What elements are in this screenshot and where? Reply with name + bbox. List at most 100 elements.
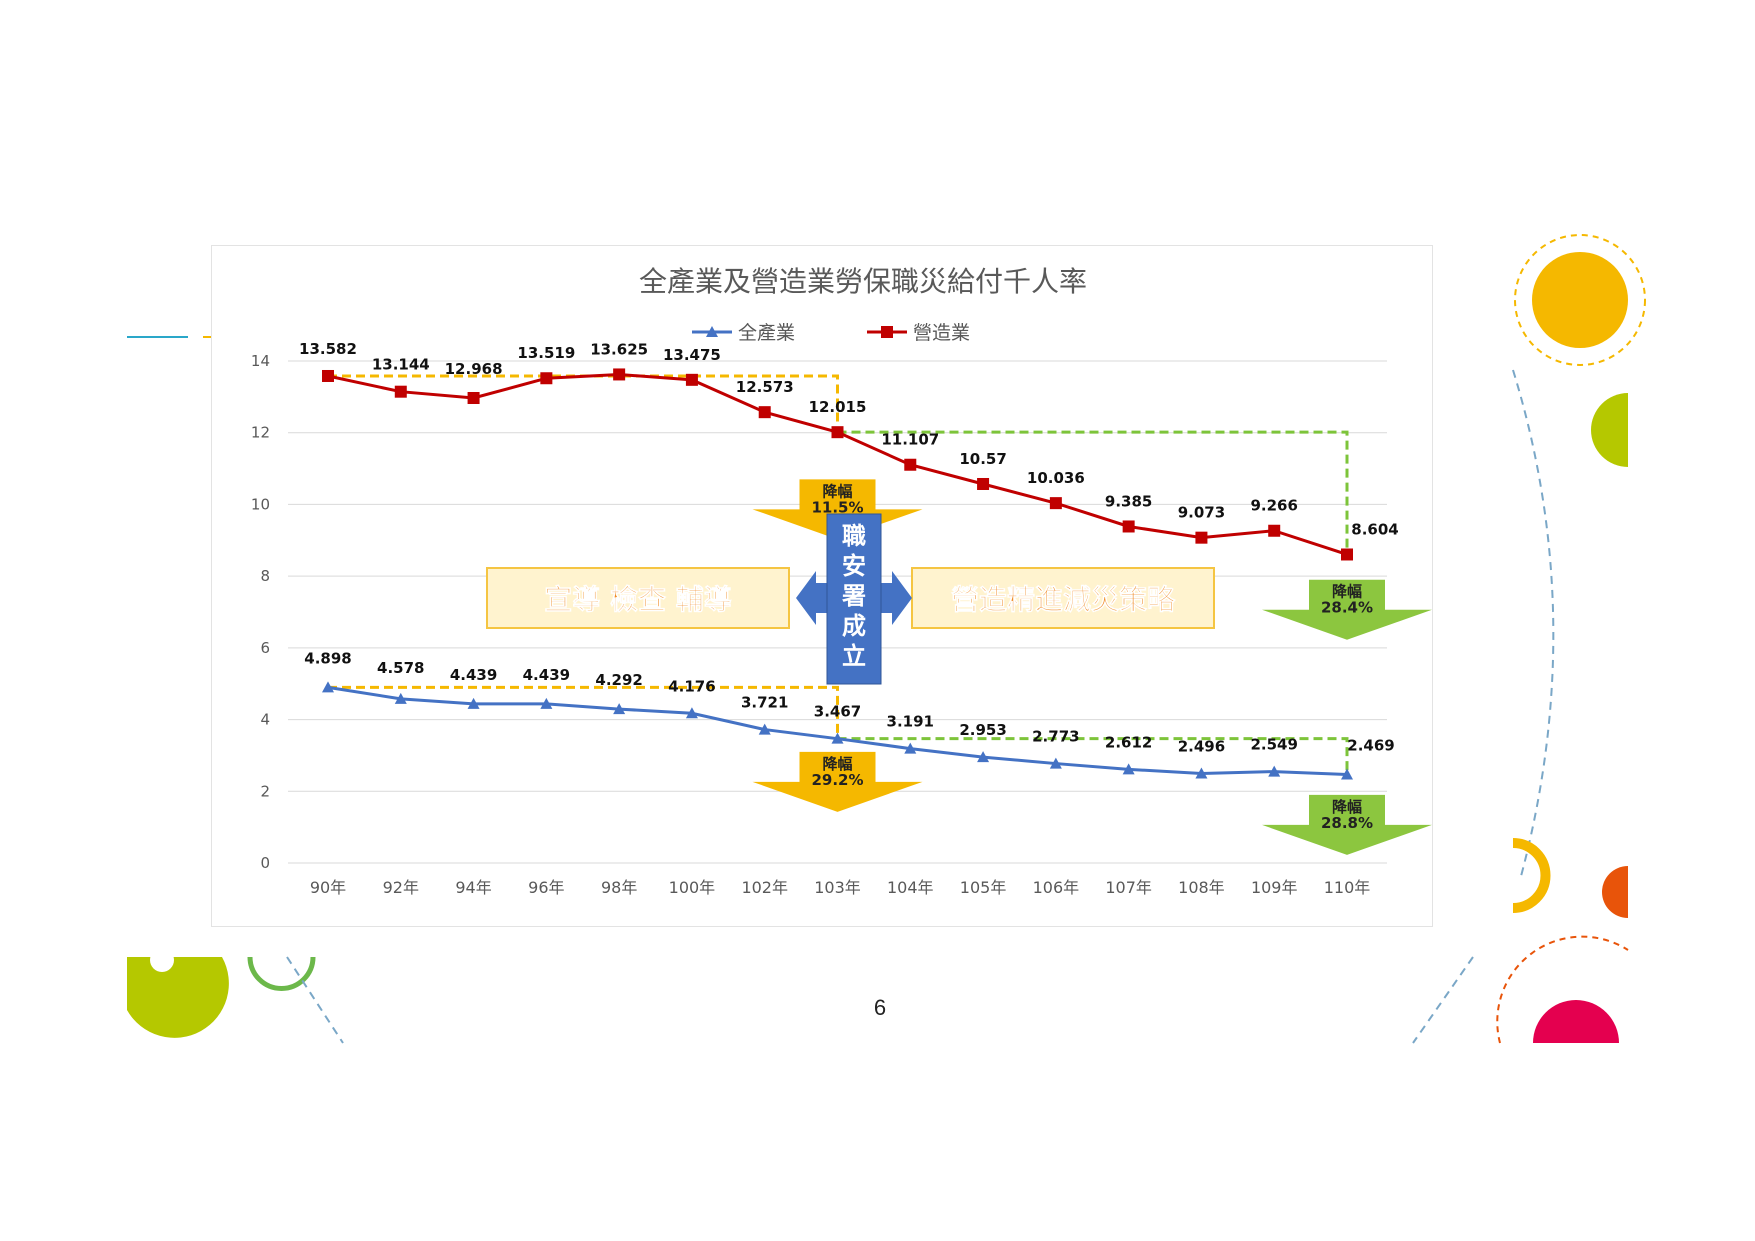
drop-arrow bbox=[752, 751, 923, 812]
y-tick-label: 0 bbox=[260, 854, 270, 872]
x-tick-label: 100年 bbox=[669, 878, 716, 897]
decor-dashed-arc-orange bbox=[1496, 935, 1629, 1044]
legend-label: 營造業 bbox=[913, 322, 970, 344]
data-label: 3.467 bbox=[814, 703, 861, 721]
x-tick-label: 104年 bbox=[887, 878, 934, 897]
data-point bbox=[322, 369, 334, 382]
data-label: 4.292 bbox=[595, 671, 642, 689]
data-point bbox=[467, 392, 480, 405]
policy-box-left bbox=[486, 567, 790, 629]
data-point bbox=[467, 697, 480, 709]
data-label: 13.475 bbox=[663, 346, 721, 364]
decor-bottom-green-ring bbox=[247, 956, 316, 991]
agency-box-char: 署 bbox=[841, 582, 866, 610]
data-point bbox=[831, 426, 844, 439]
data-point bbox=[1268, 524, 1281, 537]
data-label: 10.57 bbox=[959, 450, 1006, 468]
y-tick-label: 14 bbox=[251, 352, 270, 370]
drop-arrow-value: 29.2% bbox=[811, 771, 863, 789]
data-point bbox=[977, 751, 990, 763]
data-point bbox=[1341, 768, 1353, 780]
x-tick-label: 102年 bbox=[741, 878, 788, 897]
data-label: 9.385 bbox=[1105, 492, 1152, 510]
data-point bbox=[613, 703, 626, 715]
data-label: 12.015 bbox=[809, 398, 867, 416]
x-tick-label: 106年 bbox=[1033, 878, 1080, 897]
drop-arrow-label: 降幅 bbox=[1332, 583, 1362, 601]
data-label: 13.582 bbox=[299, 340, 357, 358]
data-label: 4.176 bbox=[668, 677, 715, 695]
data-label: 12.968 bbox=[445, 360, 503, 378]
x-tick-label: 108年 bbox=[1178, 878, 1225, 897]
x-tick-label: 94年 bbox=[455, 878, 491, 897]
data-label: 4.439 bbox=[523, 666, 570, 684]
decor-arc-yellow bbox=[1512, 838, 1551, 913]
data-point bbox=[758, 723, 771, 735]
data-point bbox=[394, 385, 407, 398]
data-label: 8.604 bbox=[1351, 520, 1398, 538]
decor-bottom-lime-shape bbox=[127, 957, 229, 1038]
reference-line bbox=[328, 685, 839, 739]
drop-arrow-label: 降幅 bbox=[822, 755, 852, 773]
data-point bbox=[977, 477, 990, 490]
reference-line bbox=[837, 430, 1349, 555]
data-label: 10.036 bbox=[1027, 469, 1085, 487]
policy-box-left-text: 宣導 檢查 輔導 bbox=[544, 583, 732, 616]
data-label: 4.578 bbox=[377, 659, 424, 677]
data-label: 4.898 bbox=[304, 649, 351, 667]
data-point bbox=[322, 681, 334, 693]
x-tick-label: 110年 bbox=[1324, 878, 1371, 897]
data-point bbox=[904, 458, 917, 471]
data-point bbox=[540, 697, 553, 709]
decor-circle-magenta bbox=[1533, 1000, 1619, 1043]
drop-arrow-value: 28.4% bbox=[1321, 599, 1373, 617]
data-point bbox=[1195, 767, 1208, 779]
y-tick-label: 2 bbox=[260, 782, 270, 800]
page-number: 6 bbox=[873, 995, 887, 1020]
y-tick-label: 10 bbox=[251, 495, 270, 513]
decor-arc-blue-dashed bbox=[1512, 369, 1555, 881]
x-tick-label: 109年 bbox=[1251, 878, 1298, 897]
data-label: 2.953 bbox=[959, 721, 1006, 739]
data-label: 13.519 bbox=[517, 344, 575, 362]
data-label: 13.144 bbox=[372, 356, 430, 374]
data-point bbox=[1122, 520, 1135, 533]
data-point bbox=[685, 707, 698, 719]
agency-box-char: 成 bbox=[842, 612, 866, 640]
x-tick-label: 90年 bbox=[310, 878, 346, 897]
drop-arrow bbox=[1262, 579, 1432, 640]
legend-label: 全產業 bbox=[738, 322, 795, 344]
data-point bbox=[1195, 531, 1208, 544]
y-tick-label: 12 bbox=[251, 424, 270, 442]
data-point bbox=[685, 373, 698, 386]
data-point bbox=[394, 692, 407, 704]
drop-arrow bbox=[1262, 794, 1432, 855]
data-label: 2.773 bbox=[1032, 728, 1079, 746]
data-point bbox=[904, 742, 917, 754]
decor-dashed-ring-yellow bbox=[1514, 234, 1646, 366]
agency-box-char: 職 bbox=[842, 522, 866, 550]
x-tick-label: 96年 bbox=[528, 878, 564, 897]
y-tick-label: 6 bbox=[260, 639, 270, 657]
decor-dashed-line-left bbox=[286, 956, 344, 1044]
decor-dashed-line-right bbox=[1412, 956, 1474, 1044]
data-label: 9.073 bbox=[1178, 504, 1225, 522]
data-point bbox=[1049, 497, 1062, 510]
data-label: 9.266 bbox=[1250, 497, 1297, 515]
decor-halfcircle-lime bbox=[1591, 393, 1628, 467]
y-tick-label: 4 bbox=[260, 711, 270, 729]
x-tick-label: 105年 bbox=[960, 878, 1007, 897]
x-tick-label: 103年 bbox=[814, 878, 861, 897]
agency-box bbox=[826, 513, 882, 685]
legend-marker bbox=[881, 326, 893, 338]
decor-halfcircle-orange bbox=[1602, 866, 1628, 918]
agency-box-char: 安 bbox=[842, 552, 866, 580]
decor-bottom-white-dot bbox=[150, 948, 174, 972]
data-point bbox=[1122, 763, 1135, 775]
agency-box-char: 立 bbox=[842, 642, 866, 670]
x-tick-label: 92年 bbox=[383, 878, 419, 897]
legend-marker bbox=[706, 326, 718, 337]
